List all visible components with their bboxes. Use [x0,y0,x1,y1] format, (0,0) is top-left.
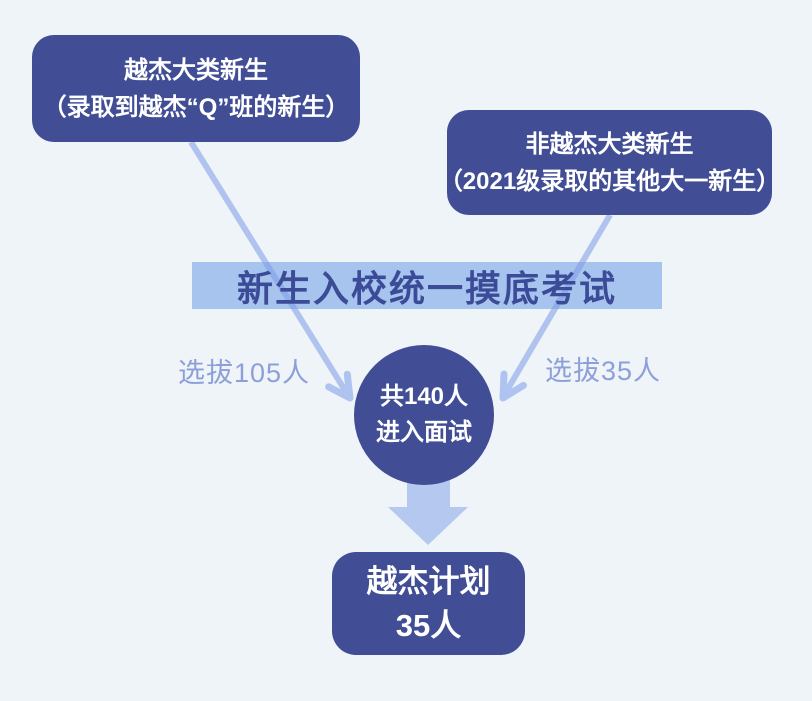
edge-right-line [503,213,613,394]
node-yuejie-line1: 越杰大类新生 [124,56,268,84]
edge-label-right: 选拔35人 [545,356,662,386]
node-yuejie-plan-line1: 越杰计划 [366,563,491,599]
arrowhead-left-icon [325,370,354,402]
node-interview-line2: 进入面试 [376,419,472,446]
node-interview-line1: 共140人 [379,383,469,410]
node-yuejie-plan-line2: 35人 [395,607,462,643]
edge-left-line [188,140,349,394]
node-non-yuejie-line1: 非越杰大类新生 [525,130,694,158]
arrowhead-right-icon [499,370,527,402]
node-yuejie-freshmen: 越杰大类新生 （录取到越杰“Q”班的新生） [32,35,360,142]
node-interview-circle: 共140人 进入面试 [354,345,494,485]
edge-label-left: 选拔105人 [178,358,311,388]
node-non-yuejie-line2: （2021级录取的其他大一新生） [438,167,781,195]
exam-banner-title: 新生入校统一摸底考试 [236,267,617,309]
node-yuejie-plan: 越杰计划 35人 [332,552,525,655]
node-non-yuejie-freshmen: 非越杰大类新生 （2021级录取的其他大一新生） [439,110,780,215]
node-yuejie-line2: （录取到越杰“Q”班的新生） [42,93,350,121]
